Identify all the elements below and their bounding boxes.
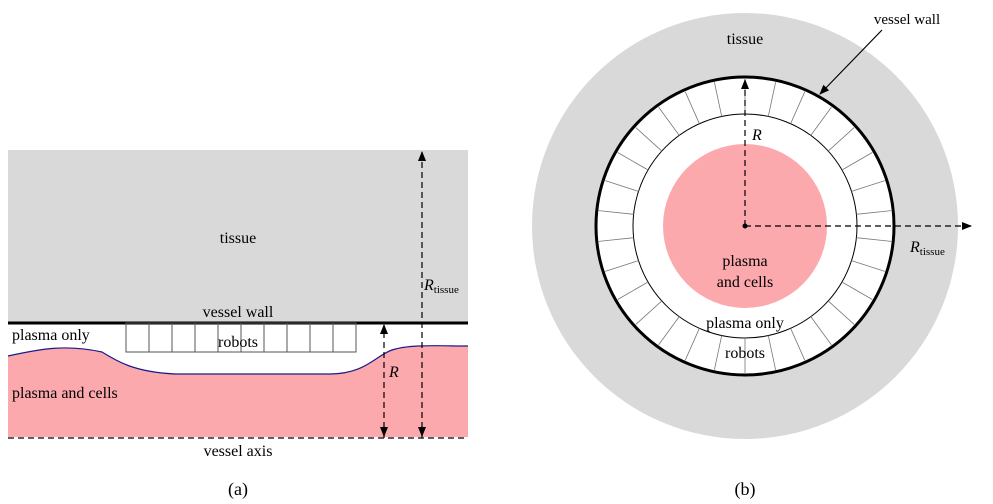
- robot-divider: [841, 281, 873, 300]
- robot: [286, 322, 311, 353]
- robot-spokes: [598, 79, 892, 373]
- center-point: [742, 223, 748, 229]
- robot-divider: [598, 210, 634, 215]
- robot-divider: [684, 328, 700, 361]
- rtissue-main-b: R: [909, 239, 920, 256]
- plasma-interface-line: [7, 345, 469, 375]
- rtissue-label-a: Rtissue: [423, 277, 459, 296]
- robot-divider: [605, 260, 639, 272]
- robots-row: [125, 322, 357, 353]
- tissue-label-a: tissue: [220, 230, 256, 247]
- robots-label-b: robots: [725, 345, 765, 362]
- robot: [125, 322, 150, 353]
- panel-b: tissue vessel wall R Rtissue plasma and …: [532, 12, 972, 500]
- robot: [171, 322, 196, 353]
- robot-divider: [790, 328, 806, 361]
- robot-divider: [635, 300, 663, 325]
- plasma-only-label-b: plasma only: [706, 315, 784, 332]
- robot: [263, 322, 288, 353]
- robot-divider: [856, 237, 892, 242]
- robot-divider: [810, 106, 832, 136]
- tissue-region: [8, 150, 468, 323]
- robot-divider: [767, 335, 776, 370]
- r-label-a: R: [388, 364, 399, 381]
- robot-divider: [605, 180, 639, 192]
- robot-divider: [714, 335, 723, 370]
- robot-divider: [617, 152, 649, 171]
- rtissue-sub-a: tissue: [434, 284, 459, 296]
- robot-divider: [841, 152, 873, 171]
- robot: [148, 322, 173, 353]
- plasma-cells-label-a: plasma and cells: [12, 385, 118, 402]
- vessel-wall-label-a: vessel wall: [203, 304, 274, 321]
- robot-divider: [617, 281, 649, 300]
- r-label-b: R: [751, 127, 762, 144]
- robot-divider: [851, 180, 885, 192]
- robot-divider: [767, 82, 776, 117]
- robot-divider: [856, 210, 892, 215]
- plasma-cells-label-b2: and cells: [717, 274, 773, 291]
- plasma-cells-region: [8, 345, 468, 437]
- tissue-label-b: tissue: [727, 31, 763, 48]
- caption-a: (a): [228, 479, 248, 500]
- robot-divider: [790, 91, 806, 124]
- robot-divider: [827, 127, 855, 152]
- robot-divider: [684, 91, 700, 124]
- caption-b: (b): [735, 479, 756, 500]
- robot: [332, 322, 357, 353]
- robot-divider: [598, 237, 634, 242]
- rtissue-sub-b: tissue: [920, 246, 945, 258]
- robot-divider: [827, 300, 855, 325]
- rtissue-main-a: R: [423, 277, 434, 294]
- robots-label-a: robots: [218, 334, 258, 351]
- vessel-wall-label-b: vessel wall: [874, 12, 940, 28]
- panel-a: tissue vessel wall plasma only robots pl…: [7, 150, 469, 500]
- robot: [309, 322, 334, 353]
- robot-divider: [851, 260, 885, 272]
- robot-divider: [714, 82, 723, 117]
- plasma-cells-label-b1: plasma: [722, 253, 767, 270]
- robot-divider: [658, 106, 680, 136]
- robot-divider: [635, 127, 663, 152]
- rtissue-label-b: Rtissue: [909, 239, 945, 258]
- vessel-axis-label: vessel axis: [204, 443, 273, 460]
- wall-pointer-arrow: [819, 29, 883, 95]
- robot-divider: [810, 316, 832, 346]
- robot: [194, 322, 219, 353]
- robot-divider: [658, 316, 680, 346]
- plasma-only-label-a: plasma only: [12, 327, 90, 344]
